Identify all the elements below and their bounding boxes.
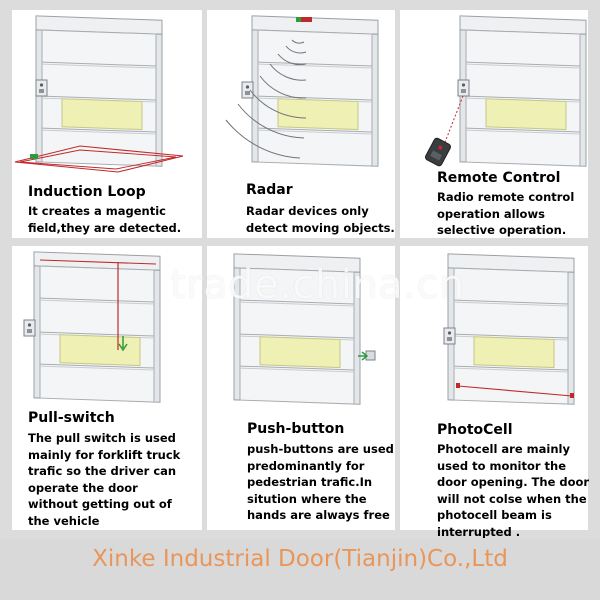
door-drawing-push-button bbox=[233, 253, 361, 405]
footer-band bbox=[0, 538, 600, 600]
induction-loop-icon bbox=[14, 145, 184, 173]
title-pull-switch: Pull-switch bbox=[28, 410, 115, 426]
door-drawing-remote-control bbox=[459, 15, 587, 167]
control-box-icon bbox=[443, 327, 456, 345]
text-photocell: Photocell are mainly used to monitor the… bbox=[437, 442, 590, 539]
radar-sensor-icon bbox=[296, 17, 312, 22]
push-button-icon bbox=[358, 350, 376, 361]
title-push-button: Push-button bbox=[247, 421, 345, 437]
text-pull-switch: The pull switch is used mainly for forkl… bbox=[28, 431, 181, 528]
text-radar: Radar devices only detect moving objects… bbox=[246, 204, 395, 235]
door-drawing-pull-switch bbox=[33, 251, 161, 403]
control-box-icon bbox=[457, 79, 470, 97]
title-induction-loop: Induction Loop bbox=[28, 184, 146, 200]
radar-waves-icon bbox=[225, 39, 307, 159]
title-remote-control: Remote Control bbox=[437, 170, 561, 186]
photocell-beam-icon bbox=[457, 385, 573, 397]
arrow-down-icon bbox=[118, 336, 128, 352]
control-box-icon bbox=[23, 319, 36, 337]
door-drawing-induction-loop bbox=[35, 15, 163, 167]
remote-control-icon bbox=[424, 137, 452, 167]
door-drawing-photocell bbox=[447, 253, 575, 405]
door-drawing-radar bbox=[251, 15, 379, 167]
text-induction-loop: It creates a magentic field,they are det… bbox=[28, 204, 182, 235]
control-box-icon bbox=[35, 79, 48, 97]
text-push-button: push-buttons are used predominantly for … bbox=[247, 442, 394, 523]
text-remote-control: Radio remote control operation allows se… bbox=[437, 190, 575, 238]
company-name: Xinke Industrial Door(Tianjin)Co.,Ltd bbox=[92, 546, 508, 572]
title-radar: Radar bbox=[246, 182, 293, 198]
control-box-icon bbox=[241, 81, 254, 99]
title-photocell: PhotoCell bbox=[437, 422, 513, 438]
